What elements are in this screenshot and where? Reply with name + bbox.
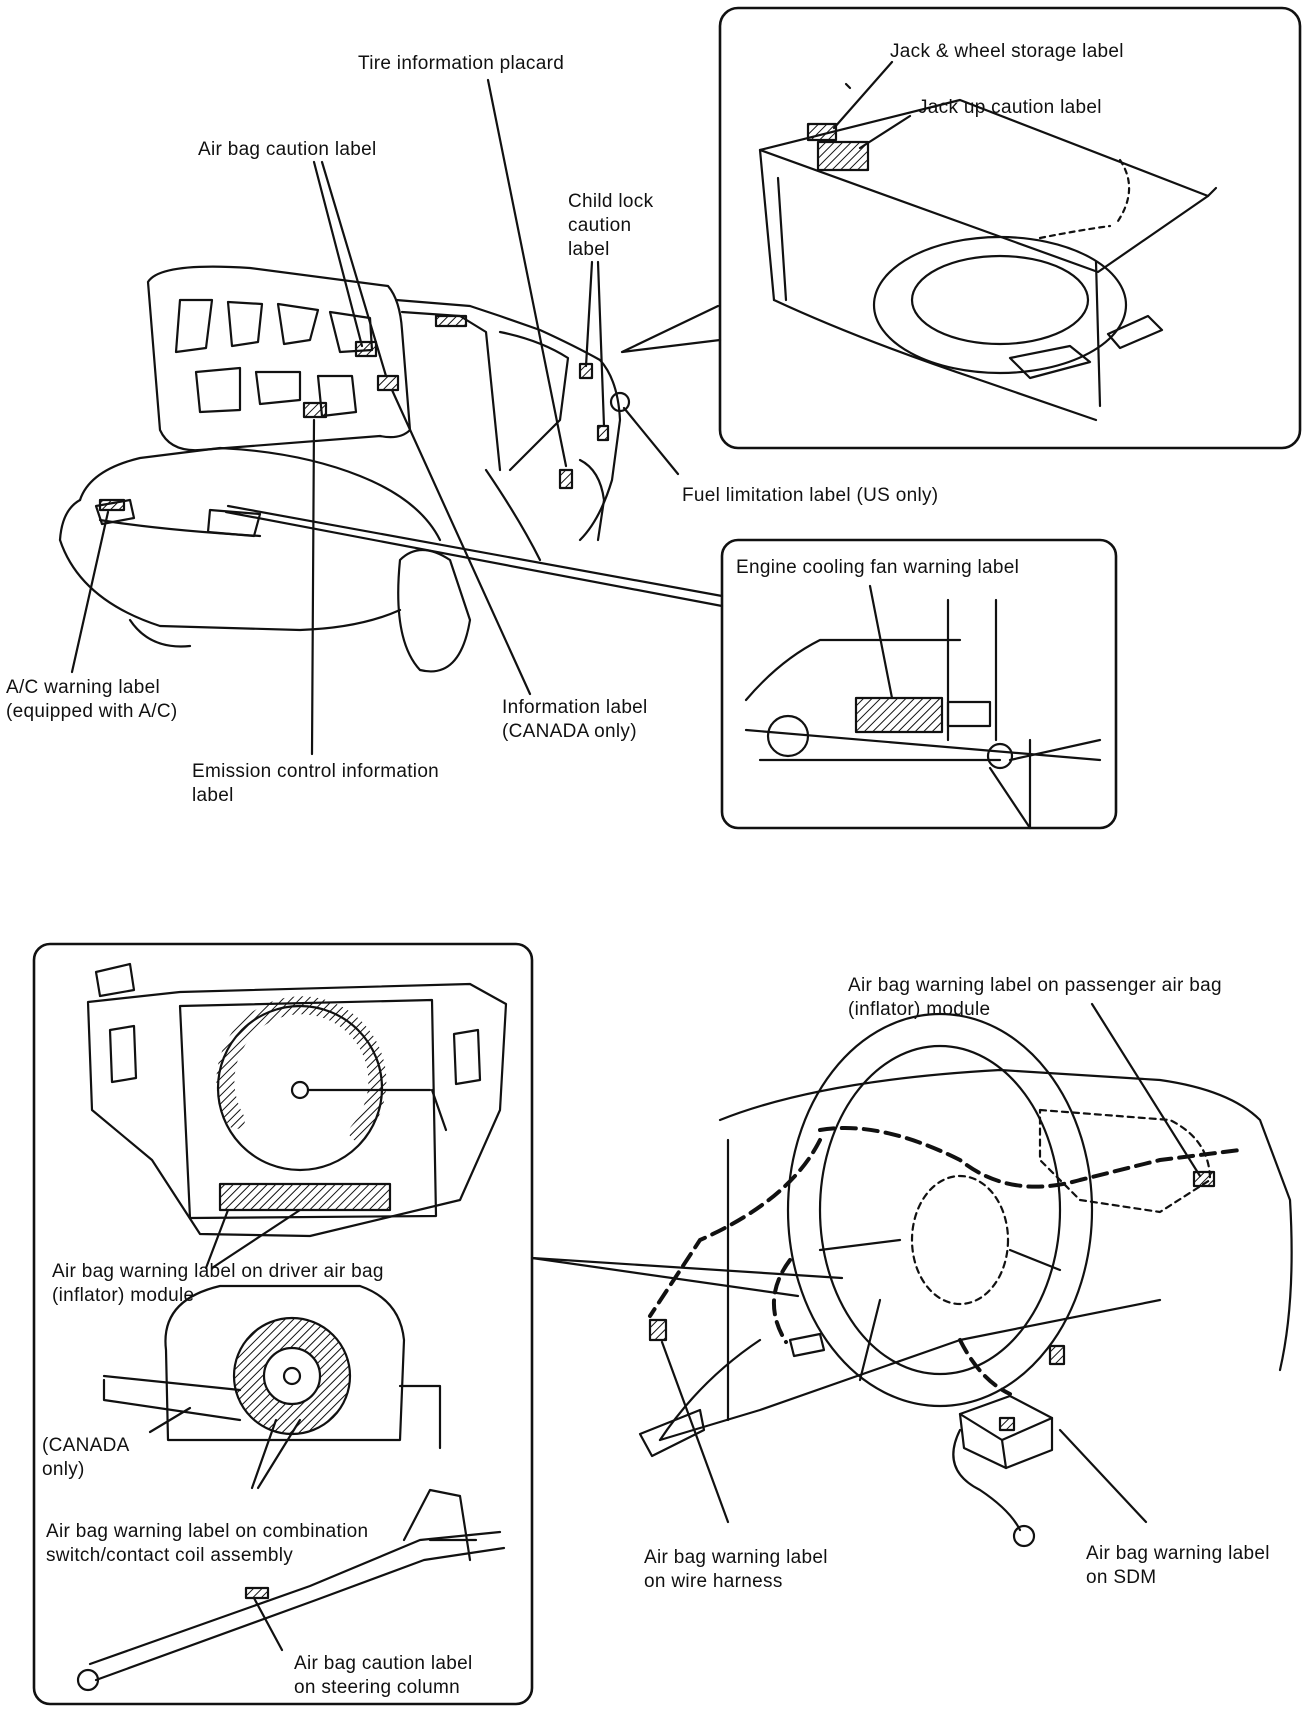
trunk-inset bbox=[620, 6, 1302, 450]
tire-placard-label: Tire information placard bbox=[358, 53, 565, 74]
steering-inset bbox=[32, 942, 534, 1706]
child-lock-label: Child lock caution label bbox=[568, 191, 654, 260]
passenger-airbag-label: Air bag warning label on passenger air b… bbox=[848, 975, 1222, 1020]
emission-control-label: Emission control information label bbox=[192, 761, 440, 806]
wire-harness-label: Air bag warning label on wire harness bbox=[644, 1547, 828, 1592]
engine-cooling-fan-label: Engine cooling fan warning label bbox=[736, 557, 1020, 578]
ac-warning-label: A/C warning label (equipped with A/C) bbox=[6, 677, 178, 722]
canada-only-label: (CANADA only) bbox=[42, 1435, 130, 1480]
engine-fan-inset bbox=[224, 504, 1118, 830]
sdm-label: Air bag warning label on SDM bbox=[1086, 1543, 1270, 1588]
fuel-limitation-label: Fuel limitation label (US only) bbox=[682, 485, 939, 506]
car-exterior-drawing bbox=[58, 265, 631, 673]
exterior-leader-lines bbox=[70, 78, 680, 756]
combination-switch-label: Air bag warning label on combination swi… bbox=[46, 1521, 369, 1566]
driver-airbag-label: Air bag warning label on driver air bag … bbox=[52, 1261, 384, 1306]
information-label: Information label (CANADA only) bbox=[502, 697, 648, 742]
jack-wheel-storage-label: Jack & wheel storage label bbox=[890, 41, 1124, 62]
airbag-caution-label: Air bag caution label bbox=[198, 139, 377, 160]
jack-up-caution-label: Jack up caution label bbox=[918, 97, 1102, 118]
dashboard-drawing bbox=[530, 1002, 1293, 1548]
steering-column-label: Air bag caution label on steering column bbox=[294, 1653, 473, 1698]
